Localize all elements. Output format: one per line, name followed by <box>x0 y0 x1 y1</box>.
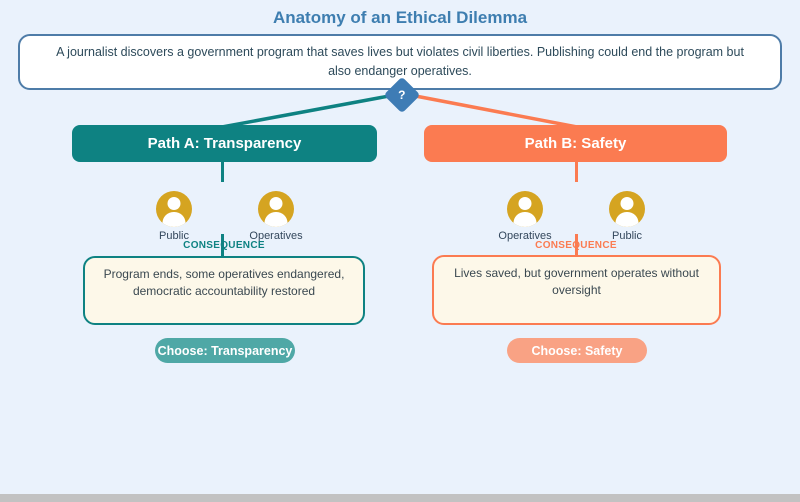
person-icon <box>156 191 192 227</box>
consequence-text-a: Program ends, some operatives endangered… <box>103 267 345 299</box>
person-icon <box>507 191 543 227</box>
choose-safety-button[interactable]: Choose: Safety <box>507 338 647 363</box>
stakeholder-path-a-public: Public <box>134 191 214 242</box>
page-title: Anatomy of an Ethical Dilemma <box>272 8 528 27</box>
horizontal-scrollbar[interactable] <box>0 494 800 502</box>
question-mark-icon: ? <box>398 88 406 102</box>
path-b-header: Path B: Safety <box>424 125 727 162</box>
consequence-label-a: CONSEQUENCE <box>183 240 265 251</box>
person-icon <box>258 191 294 227</box>
path-b-connector-top <box>575 162 578 182</box>
person-icon <box>609 191 645 227</box>
consequence-label-b: CONSEQUENCE <box>535 240 617 251</box>
stakeholder-path-b-operatives: Operatives <box>485 191 565 242</box>
stakeholder-path-a-operatives: Operatives <box>236 191 316 242</box>
stakeholder-label: Public <box>159 230 189 242</box>
stakeholder-label: Operatives <box>498 230 552 242</box>
path-a-header: Path A: Transparency <box>72 125 377 162</box>
scenario-text: A journalist discovers a government prog… <box>56 44 744 78</box>
stakeholder-label: Operatives <box>249 230 303 242</box>
stakeholder-label: Public <box>612 230 642 242</box>
path-a-connector-top <box>221 162 224 182</box>
consequence-box-b: Lives saved, but government operates wit… <box>432 255 721 325</box>
consequence-box-a: Program ends, some operatives endangered… <box>83 256 365 325</box>
consequence-text-b: Lives saved, but government operates wit… <box>454 266 699 298</box>
path-a-connector-bottom <box>221 234 224 257</box>
stakeholder-path-b-public: Public <box>587 191 667 242</box>
choose-transparency-button[interactable]: Choose: Transparency <box>155 338 295 363</box>
path-b-connector-bottom <box>575 234 578 257</box>
